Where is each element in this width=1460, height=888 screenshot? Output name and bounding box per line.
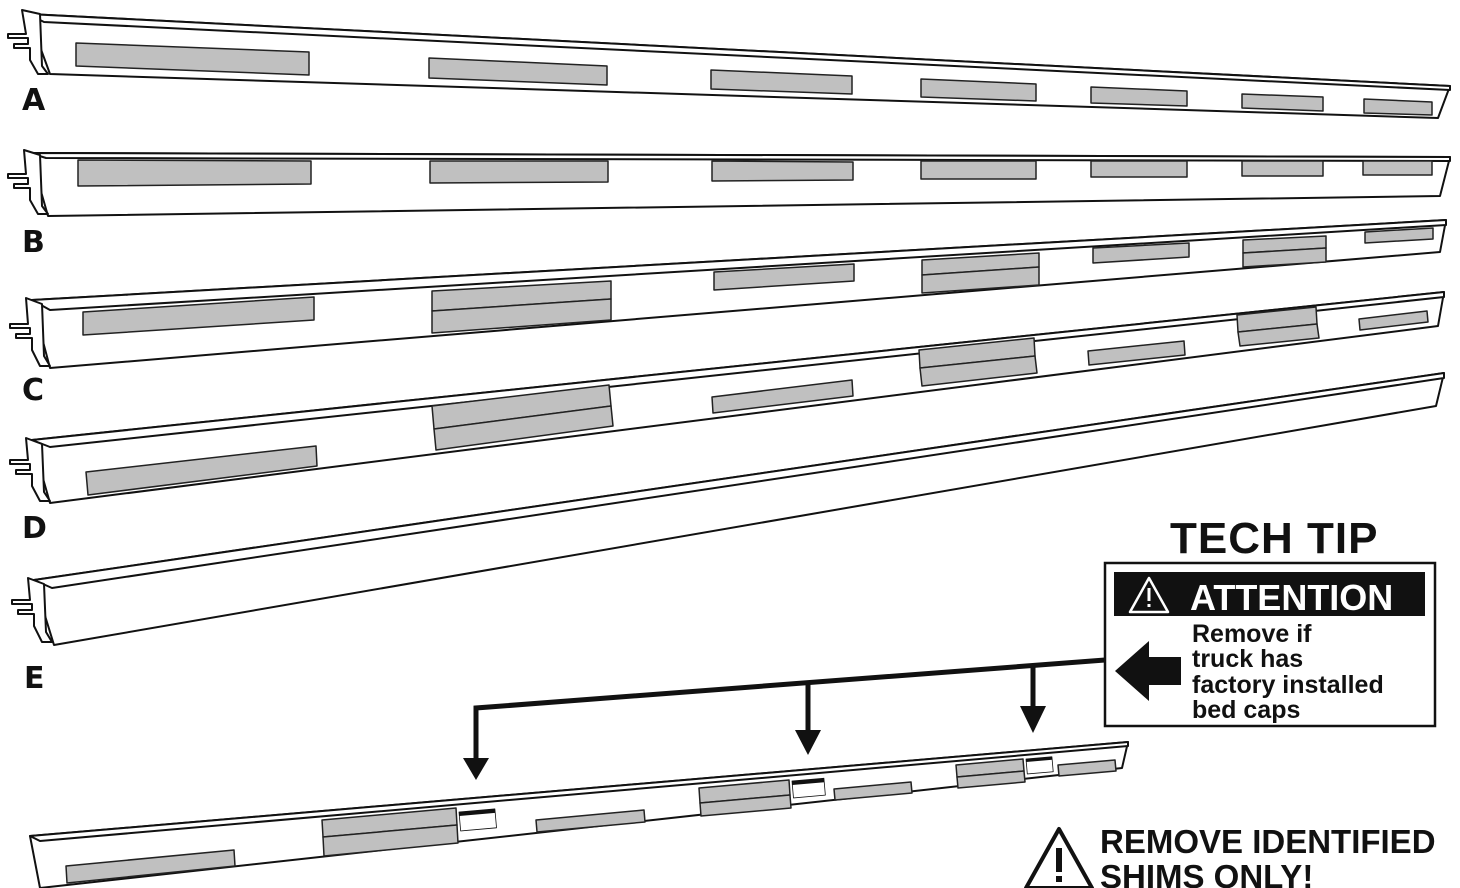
rail-label-e: E [24, 661, 45, 696]
shim-d-7 [1358, 310, 1429, 331]
rail-label-b: B [22, 225, 45, 260]
leader-lines [473, 657, 1106, 765]
shim-d-3 [711, 379, 854, 414]
shim-c-7 [1364, 227, 1434, 244]
rail-label-d: D [22, 511, 47, 546]
attention-line-2: truck has [1192, 645, 1303, 673]
attention-line-4: bed caps [1192, 696, 1300, 724]
shim-b-5 [1090, 160, 1188, 178]
shim-detail-5 [833, 781, 913, 801]
shim-d-5 [1087, 340, 1186, 366]
rail-e-lip [33, 372, 1445, 589]
shim-detail-3 [535, 809, 646, 833]
shim-c-3 [713, 263, 855, 291]
shim-a-6 [1241, 93, 1324, 112]
warning-triangle-icon [1128, 576, 1170, 614]
detail-rail [29, 741, 1129, 888]
rail-d-lip [31, 291, 1445, 448]
shim-detail-4b [699, 794, 792, 817]
rail-c-lip [31, 219, 1447, 311]
shim-a-5 [1090, 86, 1188, 107]
shim-detail-7 [1057, 759, 1117, 777]
shim-a-1 [75, 42, 310, 76]
attention-sticker: ATTENTION Remove if truck has factory in… [1103, 561, 1437, 728]
rail-b [7, 149, 1451, 217]
down-arrow-icon-1 [463, 758, 489, 780]
shim-detail-2b [322, 824, 459, 857]
rail-a-clip [7, 9, 49, 75]
shim-c-4b [921, 266, 1040, 294]
down-arrow-icon-3 [1020, 706, 1046, 733]
shim-c-6b [1242, 247, 1327, 268]
shim-a-2 [428, 57, 608, 86]
shim-a-4 [920, 78, 1037, 102]
shim-b-4 [920, 160, 1037, 180]
rail-label-a: A [22, 83, 46, 118]
shim-detail-6b [956, 770, 1026, 789]
left-arrow-icon [1115, 641, 1181, 701]
rail-e [11, 372, 1445, 646]
shim-c-2b [431, 298, 612, 334]
shim-c-5 [1092, 242, 1190, 264]
detail-rail-lip [29, 741, 1129, 842]
attention-line-3: factory installed [1192, 671, 1384, 699]
rail-a [7, 9, 1451, 119]
shim-d-1 [85, 445, 318, 496]
rail-b-clip [7, 149, 49, 215]
shim-d-6b [1237, 323, 1320, 347]
shim-c-1 [82, 296, 315, 336]
shim-b-7 [1362, 160, 1433, 176]
down-arrow-icon-2 [795, 730, 821, 755]
rail-c-clip [9, 297, 51, 367]
shim-b-6 [1241, 160, 1324, 177]
shim-a-3 [710, 69, 853, 95]
shim-b-1 [77, 159, 312, 187]
shim-b-3 [711, 160, 854, 182]
rail-c [9, 219, 1447, 369]
warning-line-1: REMOVE IDENTIFIED [1100, 823, 1436, 860]
shim-d-4b [919, 355, 1038, 387]
shim-b-2 [429, 160, 609, 184]
attention-line-1: Remove if [1192, 620, 1312, 648]
shim-d-2b [433, 405, 614, 451]
tech-tip-title: TECH TIP [1170, 514, 1378, 563]
warning-triangle-icon [1024, 827, 1094, 888]
warning-line-2: SHIMS ONLY! [1100, 858, 1313, 888]
shim-detail-1 [65, 849, 236, 884]
rail-e-clip [11, 577, 53, 643]
rail-label-c: C [22, 373, 44, 408]
rail-d [9, 291, 1445, 504]
shim-a-7 [1363, 98, 1433, 116]
attention-heading: ATTENTION [1190, 577, 1393, 618]
rail-d-clip [9, 437, 51, 502]
